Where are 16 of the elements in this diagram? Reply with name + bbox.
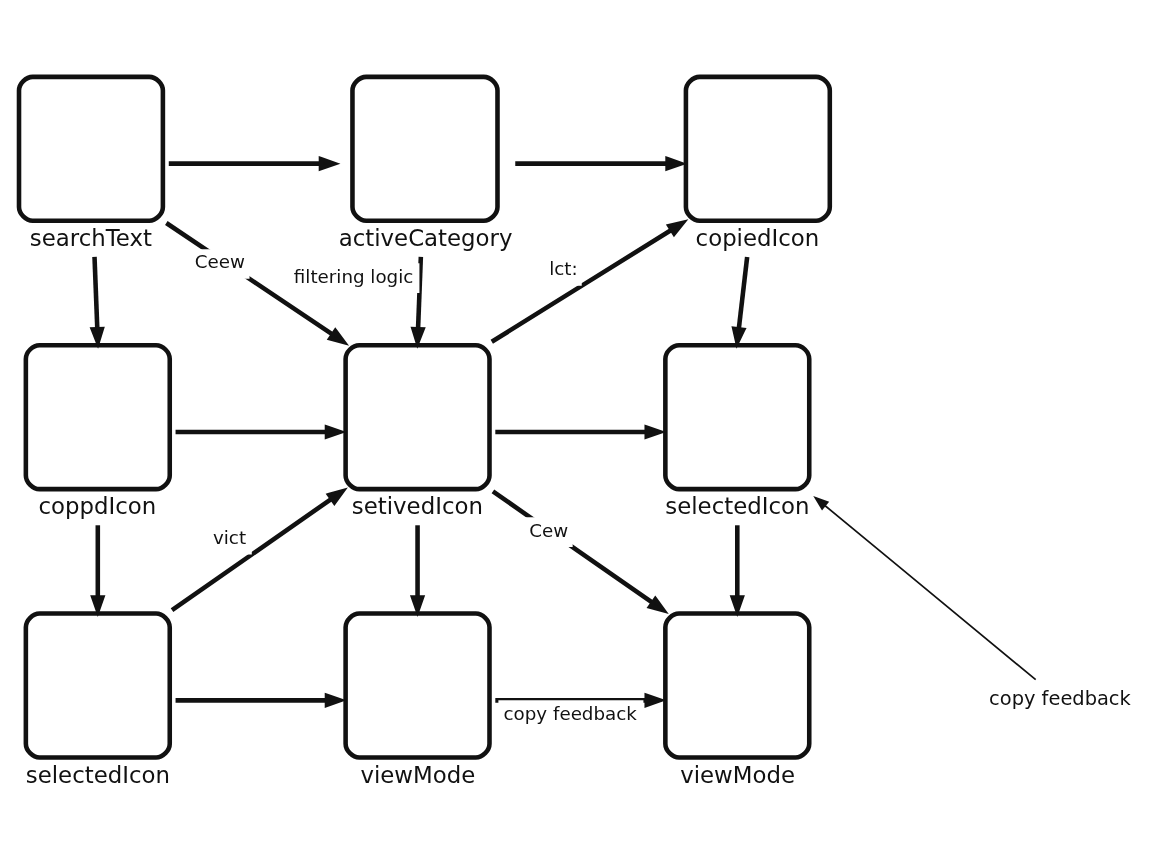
node-label: selectedIcon [25,761,170,788]
edge-label: Cew [529,519,569,541]
edge-label: vict [212,526,247,548]
edge-label: Ceew [194,251,245,273]
node-label: copiedIcon [695,224,820,251]
node-label: selectedIcon [665,493,810,520]
node-label: coppdIcon [38,493,157,520]
node-label: viewMode [680,761,795,788]
node-label: viewMode [360,761,476,788]
edge-label: copy feedback [503,702,637,724]
edge-label: filtering logic [293,265,414,287]
edge-label: lct: [549,258,578,280]
node-text: copy feedback [989,687,1131,711]
node-label: setivedIcon [351,493,483,520]
node-label: activeCategory [338,224,513,251]
node-label: searchText [29,224,152,251]
